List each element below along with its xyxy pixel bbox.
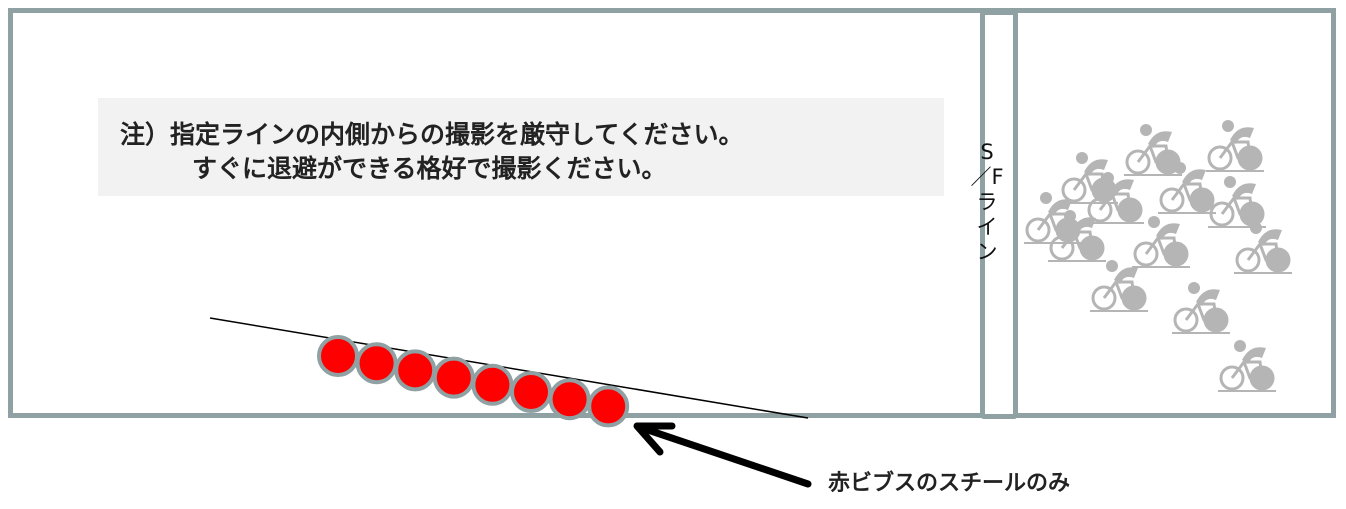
cyclist-icon — [1216, 338, 1278, 393]
photographer-marker-icon — [471, 363, 514, 406]
photographer-marker-icon — [587, 385, 630, 428]
photographer-marker-icon — [548, 378, 591, 421]
arrow-icon — [633, 422, 812, 488]
start-finish-line — [980, 10, 1018, 419]
cyclist-icon — [1232, 220, 1294, 275]
shooting-line — [209, 317, 809, 419]
photographer-marker-icon — [510, 371, 552, 413]
cyclist-icon — [1170, 280, 1232, 335]
notice-line-1: 注）指定ラインの内側からの撮影を厳守してください。 — [120, 120, 744, 149]
cyclist-icon — [1122, 122, 1184, 177]
photographer-marker-icon — [394, 349, 437, 392]
peloton — [1022, 118, 1294, 393]
notice-line-2: すぐに退避ができる格好で撮影ください。 — [192, 154, 667, 183]
photographer-marker-icon — [432, 356, 475, 399]
notice-box: 注）指定ラインの内側からの撮影を厳守してください。 すぐに退避ができる格好で撮影… — [98, 98, 944, 196]
photographer-marker-icon — [317, 335, 359, 377]
photographer-markers — [317, 335, 630, 428]
cyclist-icon — [1204, 118, 1266, 173]
cyclist-icon — [1206, 174, 1268, 229]
caption-label: 赤ビブスのスチールのみ — [828, 471, 1071, 496]
photographer-marker-icon — [355, 342, 398, 385]
sf-line-label: S／Fライン — [970, 140, 1004, 264]
course-field — [8, 8, 1336, 418]
